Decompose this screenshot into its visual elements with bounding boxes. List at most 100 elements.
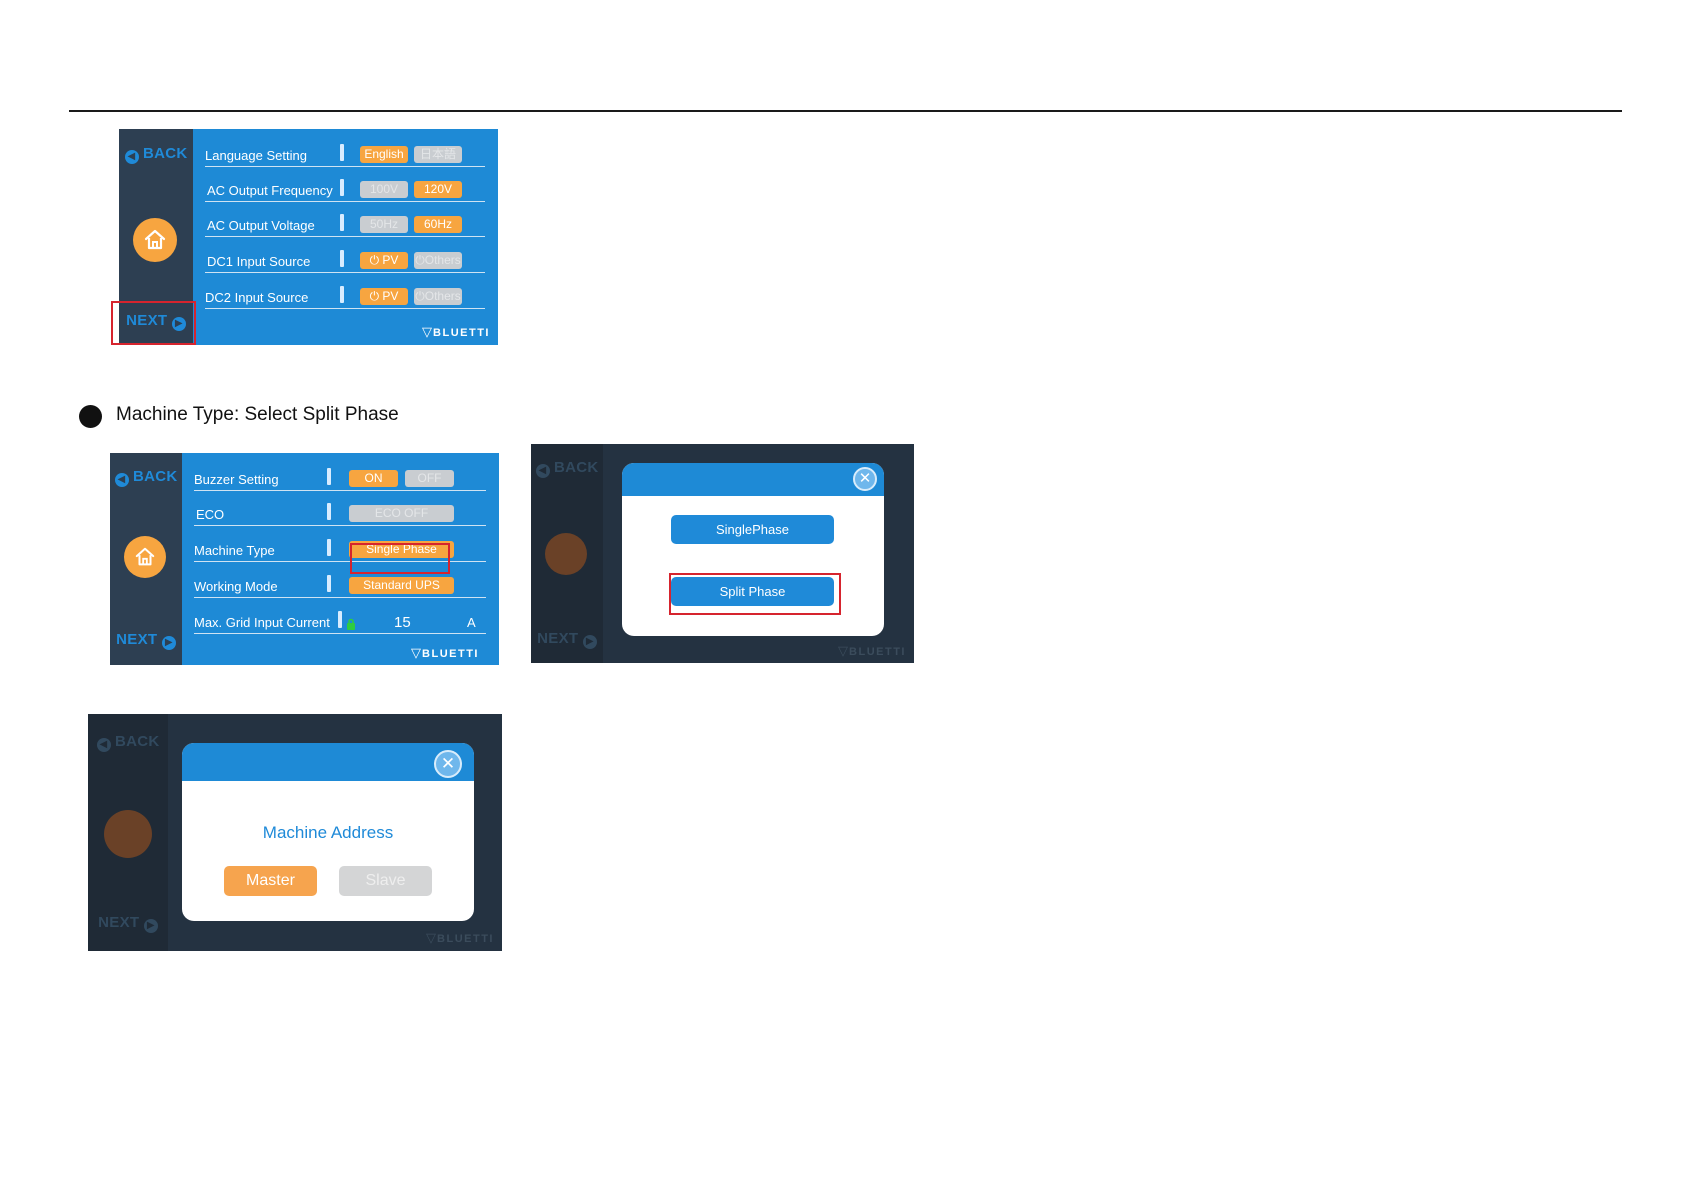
setting-row-dc2-input-source: DC2 Input Source ⏻ PV ⏻Others — [205, 279, 485, 309]
master-button[interactable]: Master — [224, 866, 317, 896]
setting-row-eco: ECO ECO OFF — [194, 498, 486, 526]
home-icon — [144, 229, 166, 250]
option-120v[interactable]: 120V — [414, 181, 462, 198]
option-buzzer-on[interactable]: ON — [349, 470, 398, 487]
back-button[interactable]: ◀ BACK — [119, 145, 193, 164]
next-arrow-icon: ▶ — [171, 317, 186, 331]
next-button: NEXT ▶ — [88, 914, 168, 933]
power-icon: ⏻ — [369, 253, 383, 267]
back-label: BACK — [142, 145, 188, 162]
setting-label: DC2 Input Source — [205, 290, 309, 305]
setting-label: ECO — [196, 507, 225, 522]
separator-bar — [340, 179, 344, 196]
back-button: ◀ BACK — [88, 733, 168, 752]
option-100v[interactable]: 100V — [360, 181, 408, 198]
next-label: NEXT — [116, 631, 158, 648]
eco-toggle[interactable]: ECO OFF — [349, 505, 454, 522]
working-mode-button[interactable]: Standard UPS — [349, 577, 454, 594]
bullet-icon — [79, 405, 102, 428]
next-label: NEXT — [98, 914, 140, 931]
back-label: BACK — [114, 733, 160, 750]
option-60hz[interactable]: 60Hz — [414, 216, 462, 233]
back-arrow-icon: ◀ — [114, 473, 129, 487]
logo-mark-icon: ▽ — [426, 930, 437, 945]
setting-label: Buzzer Setting — [194, 472, 279, 487]
machine-address-dialog: ✕ Machine Address Master Slave — [182, 743, 474, 921]
separator-bar — [338, 611, 342, 628]
logo-mark-icon: ▽ — [422, 324, 433, 339]
close-icon[interactable]: ✕ — [853, 467, 877, 491]
close-icon[interactable]: ✕ — [434, 750, 462, 778]
back-arrow-icon: ◀ — [124, 150, 139, 164]
separator-bar — [327, 503, 331, 520]
separator-bar — [340, 214, 344, 231]
highlight-machine-type — [350, 543, 450, 574]
slave-button[interactable]: Slave — [339, 866, 432, 896]
single-phase-button[interactable]: SinglePhase — [671, 515, 834, 544]
sidebar: ◀ BACK NEXT ▶ — [531, 444, 603, 663]
bluetti-logo: ▽BLUETTI — [838, 643, 906, 658]
power-icon: ⏻ — [415, 289, 425, 303]
next-button[interactable]: NEXT ▶ — [119, 312, 193, 331]
back-arrow-icon: ◀ — [96, 738, 111, 752]
settings-screen-page-1: ◀ BACK NEXT ▶ Language Setting English 日… — [119, 129, 498, 345]
back-button[interactable]: ◀ BACK — [110, 468, 182, 487]
back-label: BACK — [553, 459, 599, 476]
next-button[interactable]: NEXT ▶ — [110, 631, 182, 650]
home-button[interactable] — [133, 218, 177, 262]
back-label: BACK — [132, 468, 178, 485]
power-icon: ⏻ — [369, 289, 383, 303]
setting-label: Working Mode — [194, 579, 278, 594]
option-pv-label: PV — [382, 253, 399, 267]
lock-icon — [346, 617, 356, 630]
next-arrow-icon: ▶ — [582, 635, 597, 649]
bluetti-logo: ▽BLUETTI — [411, 645, 479, 660]
option-50hz[interactable]: 50Hz — [360, 216, 408, 233]
setting-row-ac-output-frequency: AC Output Frequency 100V 120V — [205, 172, 485, 202]
next-arrow-icon: ▶ — [143, 919, 158, 933]
separator-bar — [340, 144, 344, 161]
option-pv-label: PV — [382, 289, 399, 303]
power-icon: ⏻ — [415, 253, 425, 267]
sidebar: ◀ BACK NEXT ▶ — [88, 714, 168, 951]
option-others[interactable]: ⏻Others — [414, 288, 462, 305]
option-others[interactable]: ⏻Others — [414, 252, 462, 269]
home-icon — [135, 547, 155, 566]
home-button[interactable] — [124, 536, 166, 578]
setting-row-ac-output-voltage: AC Output Voltage 50Hz 60Hz — [205, 207, 485, 237]
sidebar: ◀ BACK NEXT ▶ — [119, 129, 193, 345]
setting-row-max-grid-input-current: Max. Grid Input Current 15 A — [194, 605, 486, 634]
option-pv[interactable]: ⏻ PV — [360, 288, 408, 305]
logo-mark-icon: ▽ — [411, 645, 422, 660]
settings-list: Buzzer Setting ON OFF ECO ECO OFF Machin… — [194, 453, 486, 665]
setting-label: Max. Grid Input Current — [194, 615, 330, 630]
machine-type-button[interactable]: Single Phase — [349, 541, 454, 558]
dialog-header — [622, 463, 884, 496]
setting-label: Machine Type — [194, 543, 275, 558]
option-japanese[interactable]: 日本語 — [414, 146, 462, 163]
separator-bar — [340, 286, 344, 303]
option-others-label: Others — [424, 253, 461, 267]
back-button: ◀ BACK — [531, 459, 603, 478]
option-english[interactable]: English — [360, 146, 408, 163]
settings-screen-page-2: ◀ BACK NEXT ▶ Buzzer Setting ON OFF ECO … — [110, 453, 499, 665]
setting-row-buzzer: Buzzer Setting ON OFF — [194, 463, 486, 491]
option-others-label: Others — [424, 289, 461, 303]
setting-row-dc1-input-source: DC1 Input Source ⏻ PV ⏻Others — [205, 243, 485, 273]
home-button — [104, 810, 152, 858]
highlight-next-button — [111, 301, 196, 345]
next-label: NEXT — [537, 630, 579, 647]
option-pv[interactable]: ⏻ PV — [360, 252, 408, 269]
split-phase-button[interactable]: Split Phase — [671, 577, 834, 606]
next-label: NEXT — [126, 312, 168, 329]
home-button — [545, 533, 587, 575]
option-buzzer-off[interactable]: OFF — [405, 470, 454, 487]
separator-bar — [340, 250, 344, 267]
logo-mark-icon: ▽ — [838, 643, 849, 658]
next-button: NEXT ▶ — [531, 630, 603, 649]
phase-dialog-screen: ◀ BACK NEXT ▶ ✕ SinglePhase Split Phase … — [531, 444, 914, 663]
max-grid-current-value[interactable]: 15 — [394, 614, 411, 631]
setting-row-machine-type: Machine Type Single Phase — [194, 534, 486, 562]
bluetti-logo: ▽BLUETTI — [422, 324, 490, 339]
setting-row-language: Language Setting English 日本語 — [205, 137, 485, 167]
